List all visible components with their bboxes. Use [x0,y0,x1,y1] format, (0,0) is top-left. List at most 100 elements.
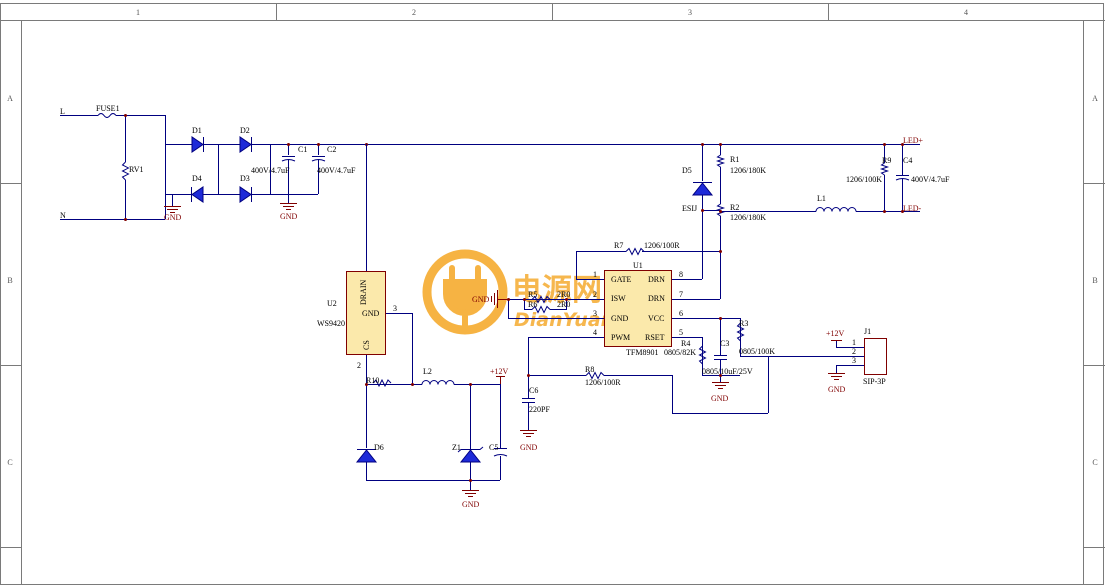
u1-wiring [500,247,769,430]
watermark-title: 电源网 [512,273,602,308]
diode-d4 [191,186,204,203]
net-label-N: N [60,211,66,220]
label-d4: D4 [192,174,202,183]
label-d6: D6 [374,443,384,452]
label-r2-value: 1206/180K [730,213,766,222]
label-j1-pin1: 1 [852,338,856,347]
plug-icon [443,265,487,332]
label-u1-pin5: 5 [679,328,683,337]
label-d2: D2 [240,126,250,135]
label-c1-value: 400V/4.7uF [251,166,290,175]
label-u1-pin-gnd: GND [611,314,629,323]
label-v12-buck: +12V [490,367,509,376]
label-j1: J1 [864,327,871,336]
label-r8-value: 1206/100R [585,378,621,387]
bridge-rectifier [165,144,271,206]
label-r6-value: 2R0 [557,300,570,309]
label-j1-pin2: 2 [852,347,856,356]
diode-d5 [691,182,714,196]
label-c6: C6 [529,386,538,395]
diode-d3 [239,186,252,203]
label-esij: ESIJ [682,204,697,213]
label-r5-value: 2R0 [557,290,570,299]
label-d5: D5 [682,166,692,175]
label-v12-j1: +12V [826,329,845,338]
v12-symbol-buck [496,376,505,384]
frame-col-1: 1 [136,8,140,17]
label-c5: C5 [489,443,498,452]
label-gnd-bridge: GND [164,213,182,222]
gnd-symbol-j1 [828,373,845,380]
label-c2: C2 [327,145,336,154]
label-r4-value: 0805/82K [664,348,696,357]
label-u1-pin2: 2 [593,290,597,299]
label-r1: R1 [730,155,739,164]
label-r3: R3 [739,319,748,328]
label-r5: R5 [528,290,537,299]
label-u1-pin-drn1: DRN [648,275,665,284]
label-c2-value: 400V/4.7uF [317,166,356,175]
gnd-symbol-isw [491,290,508,308]
label-u2-pin-gnd: GND [362,309,380,318]
label-u1-pin4: 4 [593,328,597,337]
label-r6: R6 [528,300,537,309]
label-gnd-c3: GND [711,394,729,403]
watermark-logo [422,249,508,335]
frame-col-4: 4 [964,8,968,17]
j1-wiring [768,341,864,373]
label-r7: R7 [614,241,623,250]
label-c3-value: 0805/10uF/25V [702,367,753,376]
frame-col-2: 2 [412,8,416,17]
label-u1-pin1: 1 [593,270,597,279]
border-frame [0,3,1105,585]
label-l1: L1 [817,194,826,203]
label-u1-pin-isw: ISW [611,294,626,303]
label-u2-part: WS9420 [317,319,345,328]
gnd-symbol-c6 [520,430,537,437]
label-l2: L2 [423,367,432,376]
label-u1: U1 [633,261,643,270]
label-u1-pin-rset: RSET [645,333,665,342]
label-u1-pin-pwm: PWM [611,333,630,342]
label-gnd-j1: GND [828,385,846,394]
cap-c5 [493,448,508,457]
label-u1-pin-gate: GATE [611,275,632,284]
label-r1-value: 1206/180K [730,166,766,175]
label-j1-pin3: 3 [852,356,856,365]
led-output-wiring [702,144,920,299]
label-u1-pin3: 3 [593,309,597,318]
label-led-plus: LED+ [903,136,924,145]
label-r9: R9 [882,156,891,165]
label-r4: R4 [681,339,690,348]
label-z1: Z1 [452,443,461,452]
label-gnd-isw: GND [472,295,490,304]
frame-row-a-right: A [1092,94,1098,103]
label-u1-pin6: 6 [679,309,683,318]
label-c4-value: 400V/4.7uF [911,175,950,184]
frame-row-c-right: C [1092,458,1097,467]
label-u1-part: TFM8901 [626,348,658,357]
u2-wiring [366,144,501,490]
label-r8: R8 [585,365,594,374]
net-label-L: L [60,107,65,116]
label-c3: C3 [720,339,729,348]
frame-col-3: 3 [688,8,692,17]
diode-d2 [239,136,252,153]
label-c6-value: 220PF [529,405,550,414]
label-r2: R2 [730,203,739,212]
label-u1-pin8: 8 [679,270,683,279]
label-gnd-bulk: GND [280,212,298,221]
label-fuse1: FUSE1 [96,104,120,113]
label-u2-pin2: 2 [357,361,361,370]
gnd-symbol-c3 [712,382,729,389]
label-led-minus: LED- [903,204,922,213]
label-c4: C4 [903,156,912,165]
label-r7-value: 1206/100R [644,241,680,250]
label-u2: U2 [327,299,337,308]
label-u2-pin3: 3 [393,304,397,313]
label-j1-part: SIP-3P [863,377,886,386]
frame-row-c-left: C [7,458,12,467]
label-u1-pin7: 7 [679,290,683,299]
frame-row-b-left: B [7,276,12,285]
